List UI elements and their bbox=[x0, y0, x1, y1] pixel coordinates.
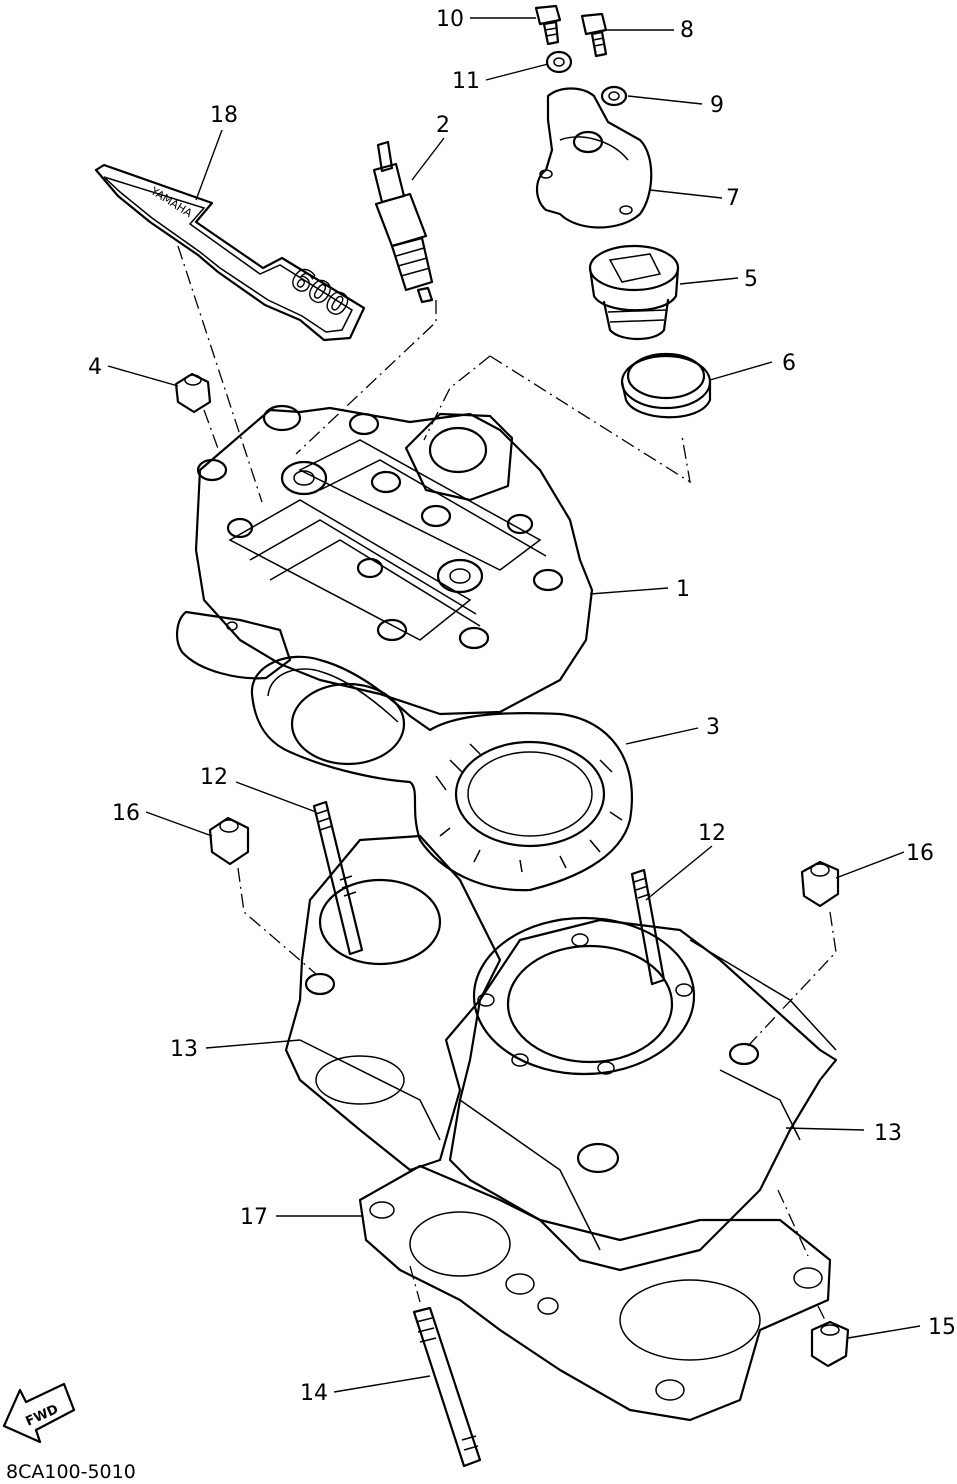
callout-8: 8 bbox=[680, 18, 694, 43]
leader-lines bbox=[107, 17, 921, 1393]
callout-13-left: 13 bbox=[170, 1037, 198, 1062]
cylinder-left bbox=[284, 834, 502, 1172]
thermostat bbox=[588, 244, 680, 340]
assembly-lines bbox=[177, 245, 837, 1323]
stud-14 bbox=[412, 1306, 482, 1468]
stud-12-left bbox=[312, 800, 364, 956]
callout-9: 9 bbox=[710, 93, 724, 118]
callout-11: 11 bbox=[452, 69, 480, 94]
cylinder-right bbox=[448, 916, 838, 1272]
callout-17: 17 bbox=[240, 1205, 268, 1230]
nut-16-left bbox=[208, 816, 250, 866]
cylinder-head bbox=[176, 404, 594, 716]
callout-16-left: 16 bbox=[112, 801, 140, 826]
nut-16-right bbox=[800, 860, 840, 908]
thermostat-cover bbox=[535, 87, 653, 229]
callout-6: 6 bbox=[782, 351, 796, 376]
callout-12-right: 12 bbox=[698, 821, 726, 846]
callout-5: 5 bbox=[744, 267, 758, 292]
callout-4: 4 bbox=[88, 355, 102, 380]
callout-labels: 1 2 3 4 5 6 7 8 9 10 11 12 12 13 13 14 1… bbox=[88, 7, 956, 1406]
callout-2: 2 bbox=[436, 113, 450, 138]
washer-9 bbox=[600, 85, 628, 107]
callout-14: 14 bbox=[300, 1381, 328, 1406]
callout-1: 1 bbox=[676, 577, 690, 602]
bolt-10 bbox=[534, 4, 562, 46]
o-ring bbox=[620, 352, 712, 419]
emblem-badge: YAMAHA 600 bbox=[94, 163, 366, 342]
dowel-15 bbox=[810, 1320, 850, 1368]
callout-13-right: 13 bbox=[874, 1121, 902, 1146]
callout-10: 10 bbox=[436, 7, 464, 32]
badge-model-text: 600 bbox=[284, 261, 355, 325]
nut-4 bbox=[174, 372, 212, 414]
callout-3: 3 bbox=[706, 715, 720, 740]
diagram-code: 8CA100-5010 bbox=[6, 1461, 136, 1483]
callout-16-right: 16 bbox=[906, 841, 934, 866]
callout-12-left: 12 bbox=[200, 765, 228, 790]
head-gasket bbox=[250, 655, 633, 892]
fwd-arrow: FWD bbox=[2, 1382, 76, 1444]
washer-11 bbox=[545, 50, 573, 74]
callout-18: 18 bbox=[210, 103, 238, 128]
bolt-8 bbox=[580, 12, 608, 58]
callout-15: 15 bbox=[928, 1315, 956, 1340]
spark-plug bbox=[372, 140, 434, 304]
callout-7: 7 bbox=[726, 186, 740, 211]
base-gasket bbox=[358, 1164, 832, 1422]
